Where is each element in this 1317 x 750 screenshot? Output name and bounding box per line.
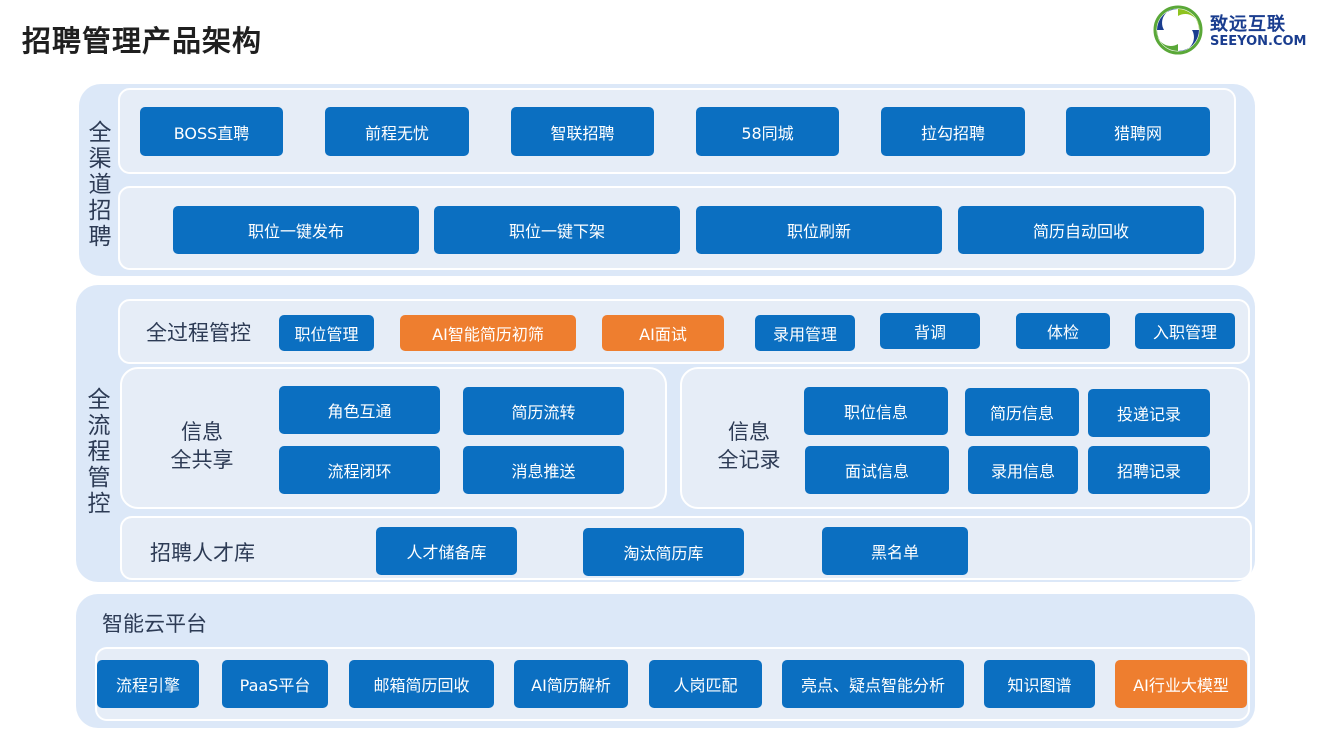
talent-panel-label: 招聘人才库 [150,541,255,565]
talent-item-button[interactable]: 人才储备库 [376,527,517,575]
control-item-button[interactable]: 职位管理 [279,315,374,351]
share-panel-label: 信息 全共享 [170,420,234,472]
platforms-panel [118,88,1236,174]
channel-action-button[interactable]: 职位一键发布 [173,206,419,254]
cloud-item-button[interactable]: PaaS平台 [222,660,328,708]
control-item-button[interactable]: 体检 [1016,313,1110,349]
platform-button[interactable]: 猎聘网 [1066,107,1210,156]
record-item-button[interactable]: 面试信息 [805,446,949,494]
talent-item-button[interactable]: 黑名单 [822,527,968,575]
channel-section-label: 全渠道招聘 [88,120,112,250]
control-item-button[interactable]: 背调 [880,313,980,349]
channel-action-button[interactable]: 职位一键下架 [434,206,680,254]
cloud-item-button[interactable]: AI行业大模型 [1115,660,1247,708]
record-item-button[interactable]: 录用信息 [968,446,1078,494]
platform-button[interactable]: BOSS直聘 [140,107,283,156]
cloud-section-label: 智能云平台 [102,612,207,636]
record-panel-label: 信息 全记录 [717,420,781,472]
cloud-item-button[interactable]: 流程引擎 [97,660,199,708]
logo-text-cn: 致远互联 [1210,14,1286,35]
cloud-item-button[interactable]: AI简历解析 [514,660,628,708]
control-item-button[interactable]: 录用管理 [755,315,855,351]
cloud-item-button[interactable]: 人岗匹配 [649,660,762,708]
record-item-button[interactable]: 招聘记录 [1088,446,1210,494]
cloud-item-button[interactable]: 知识图谱 [984,660,1095,708]
channel-action-button[interactable]: 简历自动回收 [958,206,1204,254]
page-title: 招聘管理产品架构 [22,24,263,58]
share-item-button[interactable]: 简历流转 [463,387,624,435]
cloud-item-button[interactable]: 邮箱简历回收 [349,660,494,708]
talent-item-button[interactable]: 淘汰简历库 [583,528,744,576]
process-section-label: 全流程管控 [87,387,111,517]
share-item-button[interactable]: 角色互通 [279,386,440,434]
record-item-button[interactable]: 简历信息 [965,388,1079,436]
seeyon-swirl-logo-icon [1153,5,1203,55]
channel-action-button[interactable]: 职位刷新 [696,206,942,254]
record-item-button[interactable]: 职位信息 [804,387,948,435]
control-item-button[interactable]: AI智能简历初筛 [400,315,576,351]
platform-button[interactable]: 智联招聘 [511,107,654,156]
share-item-button[interactable]: 消息推送 [463,446,624,494]
control-panel-label: 全过程管控 [146,321,251,345]
share-item-button[interactable]: 流程闭环 [279,446,440,494]
control-item-button[interactable]: 入职管理 [1135,313,1235,349]
record-item-button[interactable]: 投递记录 [1088,389,1210,437]
platform-button[interactable]: 前程无忧 [325,107,469,156]
company-logo: 致远互联 SEEYON.COM [1152,4,1312,58]
cloud-item-button[interactable]: 亮点、疑点智能分析 [782,660,964,708]
control-item-button[interactable]: AI面试 [602,315,724,351]
logo-text-en: SEEYON.COM [1210,34,1307,49]
platform-button[interactable]: 58同城 [696,107,839,156]
platform-button[interactable]: 拉勾招聘 [881,107,1025,156]
